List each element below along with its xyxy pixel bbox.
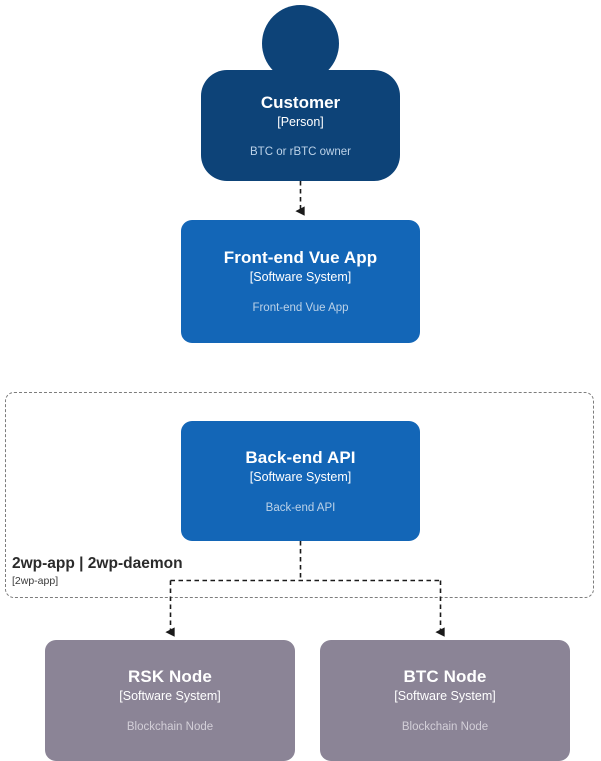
boundary-2wp-app[interactable]	[5, 392, 594, 598]
rsk-node-title: RSK Node	[128, 667, 212, 686]
boundary-name: 2wp-app | 2wp-daemon	[12, 555, 183, 572]
customer-title: Customer	[260, 92, 341, 112]
frontend-description: Front-end Vue App	[252, 302, 349, 314]
node-btc-node[interactable]: BTC Node [Software System] Blockchain No…	[320, 640, 570, 761]
node-frontend-vue-app[interactable]: Front-end Vue App [Software System] Fron…	[181, 220, 420, 343]
frontend-subtitle: [Software System]	[249, 270, 352, 284]
btc-node-description: Blockchain Node	[401, 721, 489, 733]
node-customer[interactable]: Customer [Person] BTC or rBTC owner	[201, 70, 400, 181]
frontend-title: Front-end Vue App	[223, 248, 378, 267]
backend-title: Back-end API	[245, 447, 356, 467]
rsk-node-subtitle: [Software System]	[119, 689, 221, 703]
customer-subtitle: [Person]	[277, 114, 324, 129]
node-rsk-node[interactable]: RSK Node [Software System] Blockchain No…	[45, 640, 295, 761]
backend-description: Back-end API	[265, 501, 336, 514]
customer-person-head-icon	[262, 5, 339, 82]
btc-node-subtitle: [Software System]	[394, 689, 496, 703]
customer-description: BTC or rBTC owner	[250, 145, 351, 158]
backend-subtitle: [Software System]	[249, 469, 352, 484]
btc-node-title: BTC Node	[403, 667, 487, 686]
boundary-type: [2wp-app]	[12, 575, 59, 587]
boundary-label: 2wp-app | 2wp-daemon [2wp-app]	[12, 554, 272, 588]
rsk-node-description: Blockchain Node	[126, 721, 214, 733]
node-backend-api[interactable]: Back-end API [Software System] Back-end …	[181, 421, 420, 541]
